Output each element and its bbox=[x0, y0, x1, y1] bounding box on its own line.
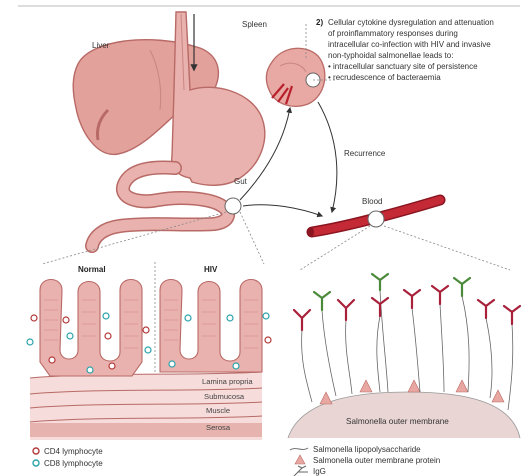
callout-line-1: Cellular cytokine dysregulation and atte… bbox=[328, 18, 494, 27]
hiv-label: HIV bbox=[204, 265, 218, 274]
layer-lamina-propria: Lamina propria bbox=[202, 377, 253, 386]
villi bbox=[40, 280, 262, 377]
callout-line-6: • recrudescence of bacteraemia bbox=[328, 73, 441, 82]
recurrence-arrow bbox=[318, 102, 337, 212]
layer-submucosa: Submucosa bbox=[204, 392, 245, 401]
recurrence-label: Recurrence bbox=[344, 149, 386, 158]
cd4-legend-icon bbox=[33, 448, 39, 454]
layer-serosa: Serosa bbox=[206, 423, 231, 432]
callout-text: 2) Cellular cytokine dysregulation and a… bbox=[316, 18, 494, 82]
callout-line-4: non-typhoidal salmonellae leads to: bbox=[328, 51, 453, 60]
igg-legend-icon bbox=[294, 466, 308, 476]
callout-line-5: • intracellular sanctuary site of persis… bbox=[328, 62, 478, 71]
layer-muscle: Muscle bbox=[206, 406, 230, 415]
legend-igg: IgG bbox=[313, 467, 326, 476]
blood-label: Blood bbox=[362, 197, 382, 206]
igg-antibodies bbox=[294, 274, 520, 330]
stomach bbox=[172, 12, 265, 185]
legend-right: Salmonella lipopolysaccharide Salmonella… bbox=[290, 445, 440, 476]
cd8-legend-icon bbox=[33, 460, 39, 466]
callout-line-2: of proinflammatory responses during bbox=[328, 29, 458, 38]
legend-cd8: CD8 lymphocyte bbox=[44, 459, 103, 468]
callout-line-3: intracellular co-infection with HIV and … bbox=[328, 40, 491, 49]
liver-label: Liver bbox=[92, 41, 110, 50]
gut-to-blood-arrow bbox=[243, 205, 322, 216]
spleen-label: Spleen bbox=[242, 20, 267, 29]
lps-legend-icon bbox=[290, 448, 308, 450]
gut-label: Gut bbox=[234, 177, 248, 186]
legend-omp: Salmonella outer membrane protein bbox=[313, 456, 440, 465]
gut-focus-marker bbox=[225, 198, 241, 214]
legend-cd4: CD4 lymphocyte bbox=[44, 447, 103, 456]
legend-left: CD4 lymphocyte CD8 lymphocyte bbox=[33, 447, 103, 468]
callout-number: 2) bbox=[316, 18, 323, 27]
normal-label: Normal bbox=[78, 265, 106, 274]
membrane-panel bbox=[288, 380, 520, 438]
blood-focus-marker bbox=[368, 211, 384, 227]
legend-lps: Salmonella lipopolysaccharide bbox=[313, 445, 421, 454]
membrane-label: Salmonella outer membrane bbox=[346, 417, 449, 426]
omp-legend-icon bbox=[295, 455, 305, 464]
